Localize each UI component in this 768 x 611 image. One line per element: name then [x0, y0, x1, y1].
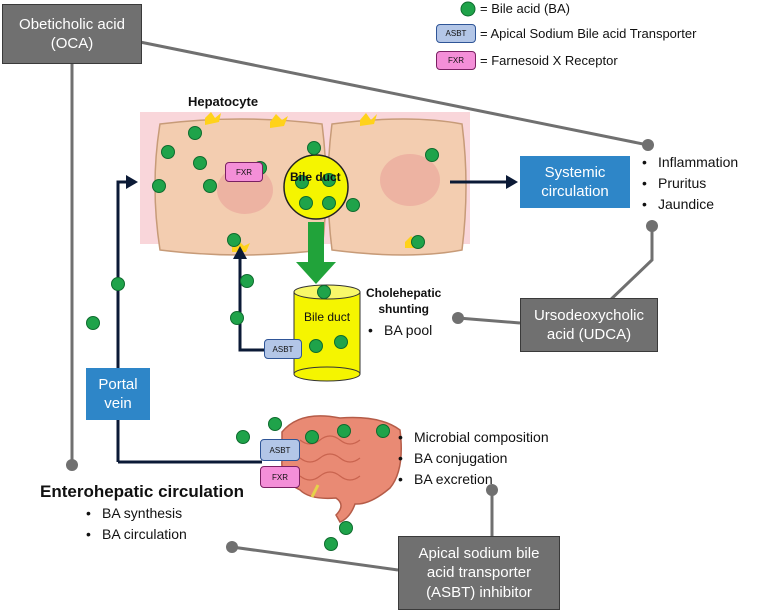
inhibitor-line3: (ASBT) inhibitor [426, 583, 532, 601]
legend-bile-acid: = Bile acid (BA) [480, 1, 570, 16]
hepatocyte-fxr: FXR [225, 162, 263, 182]
oca-to-systemic-line [139, 40, 649, 147]
legend-fxr: = Farnesoid X Receptor [480, 53, 618, 68]
connector-dots [66, 139, 658, 553]
bile-acid-dots [86, 1, 476, 551]
oca-line1: Obeticholic acid [19, 15, 125, 33]
effect-pruritus: Pruritus [642, 175, 706, 191]
inhibitor-to-enterohepatic-line [231, 545, 399, 572]
oca-line2: (OCA) [50, 35, 94, 52]
cholehepatic-line2: shunting [378, 301, 429, 316]
systemic-line2: circulation [541, 183, 609, 200]
effect-jaundice: Jaundice [642, 196, 714, 212]
effect-excretion: BA excretion [398, 471, 493, 487]
intestine-asbt: ASBT [260, 439, 300, 461]
legend-asbt-tag: ASBT [436, 24, 476, 43]
portal-line2: vein [104, 395, 132, 412]
portal-vein-box: Portal vein [86, 368, 150, 420]
hepatocyte-label: Hepatocyte [188, 94, 259, 109]
effect-microbial: Microbial composition [398, 429, 549, 445]
oca-box: Obeticholic acid (OCA) [2, 4, 142, 64]
green-down-arrow [296, 222, 336, 284]
inhibitor-line1: Apical sodium bile [418, 544, 540, 562]
effect-conjugation: BA conjugation [398, 450, 507, 466]
intestine-fxr: FXR [260, 466, 300, 488]
udca-to-bapool-line [457, 316, 521, 325]
asbt-inhibitor-box: Apical sodium bile acid transporter (ASB… [398, 536, 560, 610]
bile-duct-circle-label: Bile duct [290, 170, 341, 184]
nucleus-right [380, 154, 440, 206]
udca-line2: acid (UDCA) [546, 326, 632, 343]
bile-duct-cylinder-label: Bile duct [304, 310, 351, 324]
ba-pool-bullet: BA pool [368, 322, 432, 338]
connector-lines [70, 40, 654, 572]
legend-fxr-tag: FXR [436, 51, 476, 70]
enterohepatic-bullet-synthesis: BA synthesis [86, 505, 182, 521]
bile-duct-cylinder [293, 284, 361, 382]
portal-line1: Portal [98, 375, 138, 393]
enterohepatic-bullet-circulation: BA circulation [86, 526, 187, 542]
bile-duct-circle [283, 154, 349, 220]
cholehepatic-label: Cholehepatic shunting [366, 286, 441, 317]
cholehepatic-line1: Cholehepatic [366, 286, 442, 300]
udca-line1: Ursodeoxycholic [533, 306, 645, 324]
enterohepatic-title: Enterohepatic circulation [40, 482, 245, 501]
effect-inflammation: Inflammation [642, 154, 738, 170]
inhibitor-line2: acid transporter [426, 564, 532, 582]
udca-to-systemic-line [603, 226, 654, 307]
cylinder-asbt: ASBT [264, 339, 302, 359]
legend-asbt: = Apical Sodium Bile acid Transporter [480, 26, 697, 41]
systemic-line1: Systemic [544, 163, 606, 181]
systemic-circulation-box: Systemic circulation [520, 156, 630, 208]
udca-box: Ursodeoxycholic acid (UDCA) [520, 298, 658, 352]
